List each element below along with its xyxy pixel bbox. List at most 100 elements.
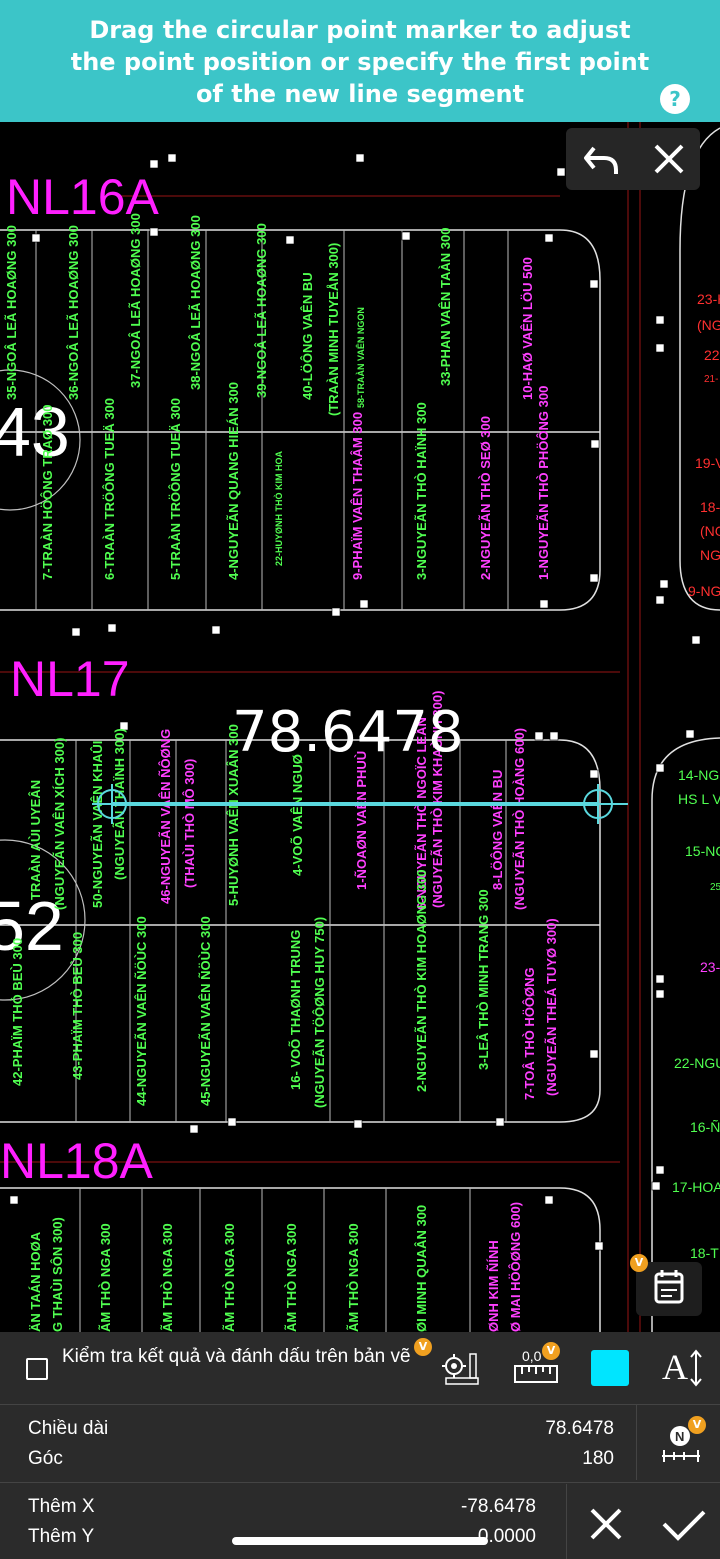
circle-label-52: 52 bbox=[0, 887, 64, 965]
parcel-label: 17-HOA bbox=[672, 1179, 720, 1195]
parcel-label: 22-NGU bbox=[674, 1055, 720, 1071]
north-direction-button[interactable]: N V bbox=[650, 1416, 710, 1472]
settings-ruler-button[interactable] bbox=[440, 1348, 486, 1388]
parcel-label: 23- bbox=[700, 959, 720, 975]
close-icon bbox=[590, 1508, 622, 1540]
parcel-label: NG bbox=[700, 547, 720, 563]
parcel-label: G THAÙI SÔN 300) bbox=[50, 1217, 65, 1332]
parcel-label: ÃM THÒ NGA 300 bbox=[222, 1223, 237, 1332]
instruction-line-3: of the new line segment bbox=[195, 80, 525, 108]
parcel-label: (NGUYEÃN TÖÔØNG HUY 750) bbox=[312, 917, 327, 1108]
color-swatch-button[interactable] bbox=[591, 1350, 629, 1386]
parcel-label: 43-PHAÏM THÒ BEÙ 300 bbox=[70, 932, 85, 1080]
calendar-icon bbox=[654, 1270, 684, 1304]
parcel-label: 7-TRAÀN HÖÔNG TRAØ 300 bbox=[40, 404, 55, 580]
confirm-button[interactable] bbox=[656, 1500, 712, 1552]
parcel-label: ÃM THÒ NGA 300 bbox=[98, 1223, 113, 1332]
undo-icon bbox=[584, 146, 618, 174]
parcel-label: 18- bbox=[700, 499, 720, 515]
settings-ruler-icon bbox=[442, 1353, 479, 1385]
parcel-label: 22 bbox=[704, 347, 720, 363]
parcel-label: 25 bbox=[710, 882, 720, 893]
parcel-label: ØI MINH QUAÂN 300 bbox=[414, 1205, 429, 1332]
length-readout: 78.6478 bbox=[232, 700, 464, 765]
north-ruler-icon: N bbox=[662, 1426, 700, 1462]
parcel-label: (NG bbox=[697, 317, 720, 333]
parcel-label: (NGUYEÃN THÒ KIM KHAÙNH 300) bbox=[430, 691, 445, 908]
drawing-canvas[interactable]: NL16A NL17 NL18A 43 52 35-NGOÂ LEÃ HOAØN… bbox=[0, 122, 720, 1332]
drawing-controls bbox=[566, 128, 700, 190]
add-x-label: Thêm X bbox=[28, 1496, 95, 1517]
home-indicator[interactable] bbox=[232, 1537, 488, 1545]
block-label-nl18a: NL18A bbox=[0, 1133, 154, 1189]
parcel-label: 5-HUYØNH VAÊN XUAÂN 300 bbox=[226, 724, 241, 906]
parcel-label: HS L V bbox=[678, 791, 720, 807]
parcel-label: 23-H bbox=[697, 291, 720, 307]
parcel-label: 22-HUYØNH THÒ KIM HOA bbox=[273, 450, 284, 566]
angle-value: 180 bbox=[582, 1448, 614, 1469]
parcel-label: 37-NGOÂ LEÃ HOAØNG 300 bbox=[128, 213, 143, 388]
parcel-label: 35-NGOÂ LEÃ HOAØNG 300 bbox=[4, 225, 19, 400]
precision-value: 0,0 bbox=[522, 1348, 542, 1364]
parcel-label: ÃM THÒ NGA 300 bbox=[346, 1223, 361, 1332]
parcel-label: 8-LÖÔNG VAÊN BU bbox=[490, 770, 505, 890]
add-y-value: 0.0000 bbox=[477, 1526, 536, 1547]
premium-badge: V bbox=[542, 1342, 560, 1360]
parcel-label: 39-NGOÂ LEÃ HOAØNG 300 bbox=[254, 223, 269, 398]
parcel-label: Ø MAI HÖÔØNG 600) bbox=[508, 1202, 523, 1332]
parcel-label: 6-NGUYEÃN THÒ NGOÏC LEÂN bbox=[414, 717, 429, 910]
parcel-label: 15-NC bbox=[685, 843, 720, 859]
parcel-label: 7-TOÂ THÒ HÖÔØNG bbox=[522, 967, 537, 1100]
parcel-label: 44-NGUYEÃN VAÊN ÑÖÙC 300 bbox=[134, 916, 149, 1106]
instruction-banner: Drag the circular point marker to adjust… bbox=[0, 0, 720, 122]
text-size-button[interactable]: A bbox=[660, 1346, 706, 1390]
parcel-label: (NGUYEÃN VAÊN XÍCH 300) bbox=[52, 738, 67, 910]
parcel-label: 45-NGUYEÃN VAÊN ÑÖÙC 300 bbox=[198, 916, 213, 1106]
parcel-label: 2-NGUYEÃN THÒ KIM HOAØNG 300 bbox=[414, 870, 429, 1092]
parcel-label: 16- VOÕ THAØNH TRUNG bbox=[288, 930, 303, 1090]
cancel-button[interactable] bbox=[580, 1500, 632, 1552]
parcel-label: TRAÀN AÙI UYEÂN bbox=[28, 780, 43, 900]
parcel-label: 18-T bbox=[690, 1245, 719, 1261]
text-size-glyph: A bbox=[662, 1347, 688, 1387]
block-label-nl17: NL17 bbox=[10, 651, 130, 707]
add-x-value: -78.6478 bbox=[460, 1496, 536, 1517]
instruction-line-1: Drag the circular point marker to adjust bbox=[89, 16, 631, 44]
parcel-label: 10-HAØ VAÊN LÖU 500 bbox=[520, 257, 535, 400]
start-point-marker bbox=[92, 784, 132, 824]
bottom-toolbar: Kiểm tra kết quả và đánh dấu trên bản vẽ… bbox=[0, 1332, 720, 1404]
parcel-label: 9-PHAÏM VAÊN THAÂM 300 bbox=[350, 412, 365, 580]
close-icon bbox=[654, 144, 684, 174]
parcel-label: 50-NGUYEÃN VAÊN KHAÛI bbox=[90, 741, 105, 908]
parcel-label: 58-TRAÀN VAÊN NGON bbox=[355, 307, 366, 408]
parcel-label: 2-NGUYEÃN THÒ SEØ 300 bbox=[478, 416, 493, 580]
measurement-info-panel: Chiều dài 78.6478 Góc 180 N V Thêm X -78… bbox=[0, 1404, 720, 1559]
parcel-label: 4-NGUYEÃN QUANG HIEÁN 300 bbox=[226, 382, 241, 580]
parcel-label: ÃM THÒ NGA 300 bbox=[160, 1223, 175, 1332]
mark-result-checkbox[interactable] bbox=[26, 1358, 48, 1380]
premium-badge: V bbox=[630, 1254, 648, 1272]
close-button[interactable] bbox=[638, 128, 700, 190]
parcel-label: 3-NGUYEÃN THÒ HAÏNH 300 bbox=[414, 402, 429, 580]
premium-badge: V bbox=[414, 1338, 432, 1356]
parcel-label: 42-PHAÏM THÒ BEÙ 300 bbox=[10, 938, 25, 1086]
block-label-nl16a: NL16A bbox=[6, 169, 160, 225]
length-label: Chiều dài bbox=[28, 1418, 109, 1439]
calendar-button[interactable]: V bbox=[630, 1254, 702, 1316]
parcel-label: 6-TRAÀN TRÖÔNG TUEÄ 300 bbox=[102, 398, 117, 580]
parcel-label: 14-NG bbox=[678, 767, 719, 783]
parcel-label: 1-ÑOAØN VAÊN PHUÙ bbox=[354, 751, 369, 890]
add-y-label: Thêm Y bbox=[28, 1526, 95, 1547]
checkmark-icon bbox=[662, 1510, 706, 1541]
undo-button[interactable] bbox=[570, 128, 632, 190]
instruction-line-2: the point position or specify the first … bbox=[70, 48, 650, 76]
parcel-label: (NG bbox=[700, 523, 720, 539]
help-icon[interactable]: ? bbox=[660, 84, 690, 114]
premium-badge: V bbox=[688, 1416, 706, 1434]
circle-label-43: 43 bbox=[0, 393, 70, 471]
parcel-label: 40-LÖÔNG VAÊN BU bbox=[300, 272, 315, 400]
measurement-precision-button[interactable]: 0,0 V bbox=[512, 1342, 562, 1390]
parcel-label: (NGUYEÃN THÒ HOÀNG 600) bbox=[512, 728, 527, 910]
parcel-label: 19-V bbox=[695, 455, 720, 471]
north-glyph: N bbox=[675, 1429, 684, 1444]
